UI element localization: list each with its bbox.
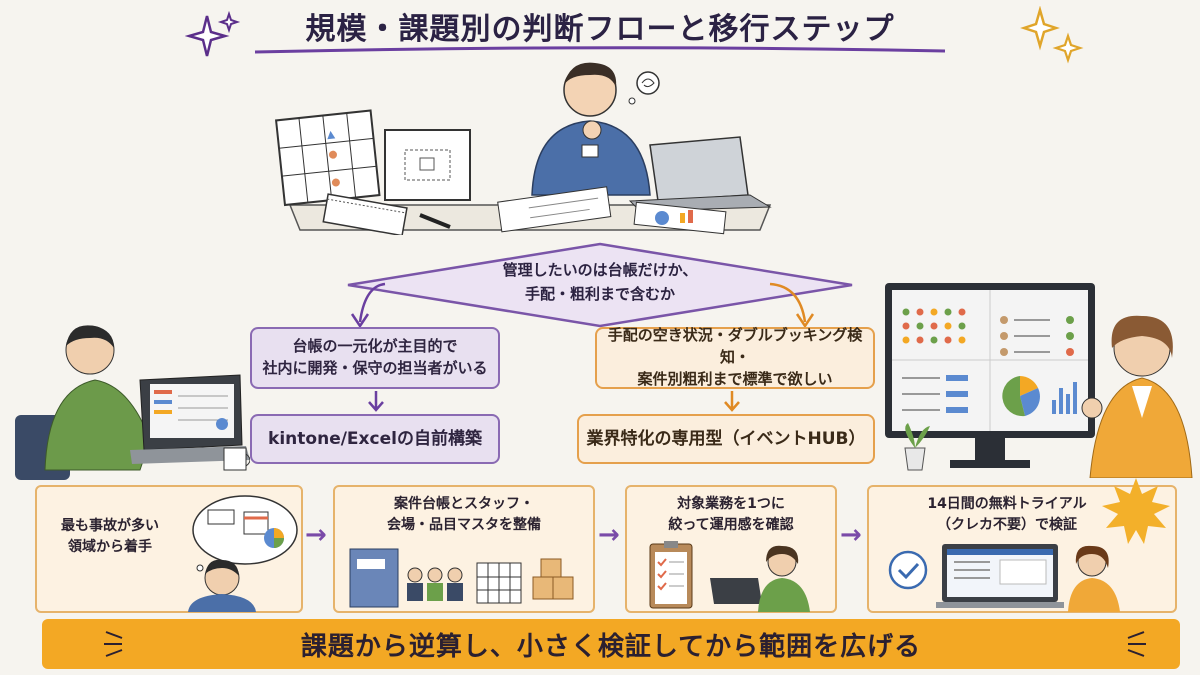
- banner-text: 課題から逆算し、小さく検証してから範囲を広げる: [300, 631, 922, 662]
- next-step-arrow-icon: →: [305, 520, 327, 550]
- event-dashboard-illustration: [885, 283, 1193, 478]
- right-condition-line1: 手配の空き状況・ダブルブッキング検知・: [607, 326, 863, 367]
- right-branch-result: 業界特化の専用型（イベントHUB）: [577, 414, 875, 464]
- left-condition-line1: 台帳の一元化が主目的で: [292, 337, 458, 356]
- sparkle-icon: [1020, 6, 1084, 64]
- branch-arrows: [350, 282, 815, 329]
- title-underline: [254, 46, 946, 54]
- decision-question-line1: 管理したいのは台帳だけか、: [502, 261, 698, 279]
- left-condition-line2: 社内に開発・保守の担当者がいる: [262, 359, 488, 377]
- right-condition-line2: 案件別粗利まで標準で欲しい: [637, 369, 833, 388]
- thinking-person-icon: [188, 495, 298, 612]
- next-step-arrow-icon: →: [598, 520, 620, 550]
- checklist-and-worker-icon: [649, 541, 810, 612]
- down-arrow-icon: [724, 391, 740, 412]
- step-3-text: 対象業務を1つに 絞って運用感を確認: [668, 496, 794, 533]
- down-arrow-icon: [368, 391, 384, 412]
- left-branch-result: kintone/Excelの自前構築: [250, 414, 500, 464]
- trial-verification-icon: [888, 544, 1120, 612]
- page-title: 規模・課題別の判断フローと移行ステップ: [305, 12, 895, 47]
- master-data-icons: [349, 548, 574, 608]
- emphasis-marks-icon: [104, 631, 123, 657]
- next-step-arrow-icon: →: [840, 520, 862, 550]
- sparkle-icon: [185, 10, 241, 57]
- conclusion-banner: 課題から逆算し、小さく検証してから範囲を広げる: [42, 619, 1180, 669]
- left-branch-condition: 台帳の一元化が主目的で 社内に開発・保守の担当者がいる: [250, 327, 500, 389]
- step-4-text: 14日間の無料トライアル （クレカ不要）で検証: [927, 496, 1087, 533]
- decision-diamond: [347, 242, 853, 328]
- decision-question-line2: 手配・粗利まで含むか: [524, 285, 675, 303]
- right-branch-condition: 手配の空き状況・ダブルブッキング検知・ 案件別粗利まで標準で欲しい: [595, 326, 875, 389]
- emphasis-marks-icon: [1127, 631, 1146, 657]
- step-1-text: 最も事故が多い 領域から着手: [61, 518, 159, 555]
- thinking-manager-illustration: [274, 62, 772, 235]
- sun-burst-icon: [1102, 478, 1170, 544]
- developer-at-laptop-illustration: [15, 325, 250, 480]
- step-2-text: 案件台帳とスタッフ・ 会場・品目マスタを整備: [387, 496, 541, 533]
